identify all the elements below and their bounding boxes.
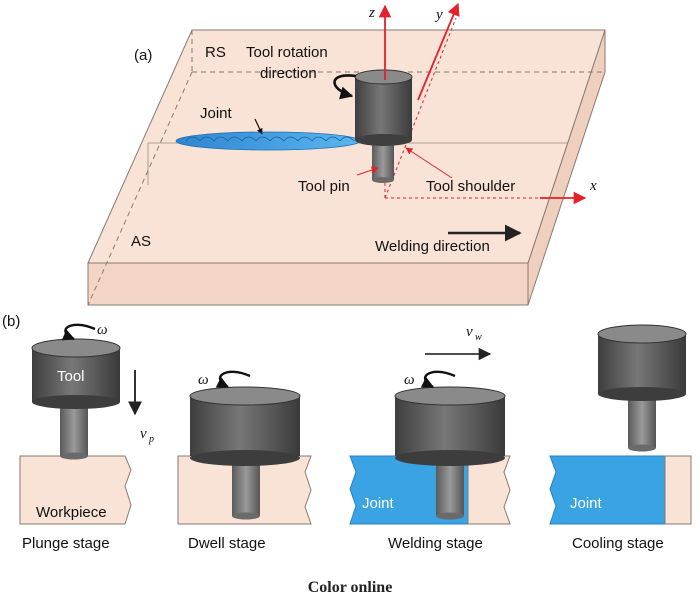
plunge-omega-label: ω [97,322,108,338]
rotation-arrow-icon [333,74,357,100]
tool-pin [372,142,394,180]
cooling-workpiece [664,455,692,525]
cooling-joint-label: Joint [570,495,603,512]
panel-a-label: (a) [134,47,152,64]
axis-z: z [368,4,392,80]
stage-label-plunge: Plunge stage [22,535,110,552]
stage-label-cooling: Cooling stage [572,535,664,552]
stage-label-welding: Welding stage [388,535,483,552]
vp-subscript: p [148,434,154,445]
vp-label: v [140,426,147,442]
tool-label: Tool [57,368,85,385]
panel-a: z y x (a) RS Tool rotation direction Joi… [87,2,606,306]
tool-shoulder [355,77,412,140]
dwell-tool-shoulder [190,396,300,456]
welding-stage: ω v w Joint Welding stage [349,324,511,552]
tool-rotation-label-2: direction [260,65,317,82]
tool-rotation-label-1: Tool rotation [246,44,328,61]
tool-pin-label: Tool pin [298,178,350,195]
welding-rotation-arrow-icon [420,370,456,389]
axis-y-label: y [434,7,443,23]
plunge-rotation-arrow-icon [61,323,96,341]
welding-workpiece [467,455,511,525]
plunge-workpiece [19,455,132,525]
cooling-joint-region [549,455,666,525]
color-online-caption: Color online [308,579,393,596]
as-label: AS [131,233,151,250]
panel-b: (b) Tool ω v p Workpiece Plunge stage [2,313,692,552]
dwell-rotation-arrow-icon [215,370,251,389]
tool-3d [354,69,413,183]
rs-label: RS [205,44,226,61]
dwell-tool-pin [232,464,260,516]
axis-z-label: z [368,5,375,21]
workpiece-label: Workpiece [36,504,107,521]
joint-label: Joint [200,105,233,122]
cooling-tool-shoulder [598,334,686,394]
welding-direction-label: Welding direction [375,238,490,255]
axis-x: x [540,178,597,205]
plunge-stage: Tool ω v p Workpiece Plunge stage [19,322,154,552]
welding-tool-shoulder [395,396,505,456]
vw-subscript: w [475,332,482,343]
vw-label: v [466,324,473,340]
welding-joint-label: Joint [362,495,395,512]
plate-top-face [87,29,606,264]
tool-shoulder-label: Tool shoulder [426,178,515,195]
stage-label-dwell: Dwell stage [188,535,266,552]
welding-omega-label: ω [404,372,415,388]
joint-weld-bead [175,131,361,151]
welding-tool-pin [436,464,464,516]
cooling-tool-pin [628,394,656,448]
plunge-tool-pin [60,408,88,456]
panel-b-label: (b) [2,313,20,330]
dwell-omega-label: ω [198,372,209,388]
cooling-stage: Joint Cooling stage [549,324,692,552]
axis-x-label: x [589,178,597,194]
plate-front-face [87,262,529,306]
dwell-stage: ω Dwell stage [177,370,312,552]
axis-y: y [417,2,460,101]
